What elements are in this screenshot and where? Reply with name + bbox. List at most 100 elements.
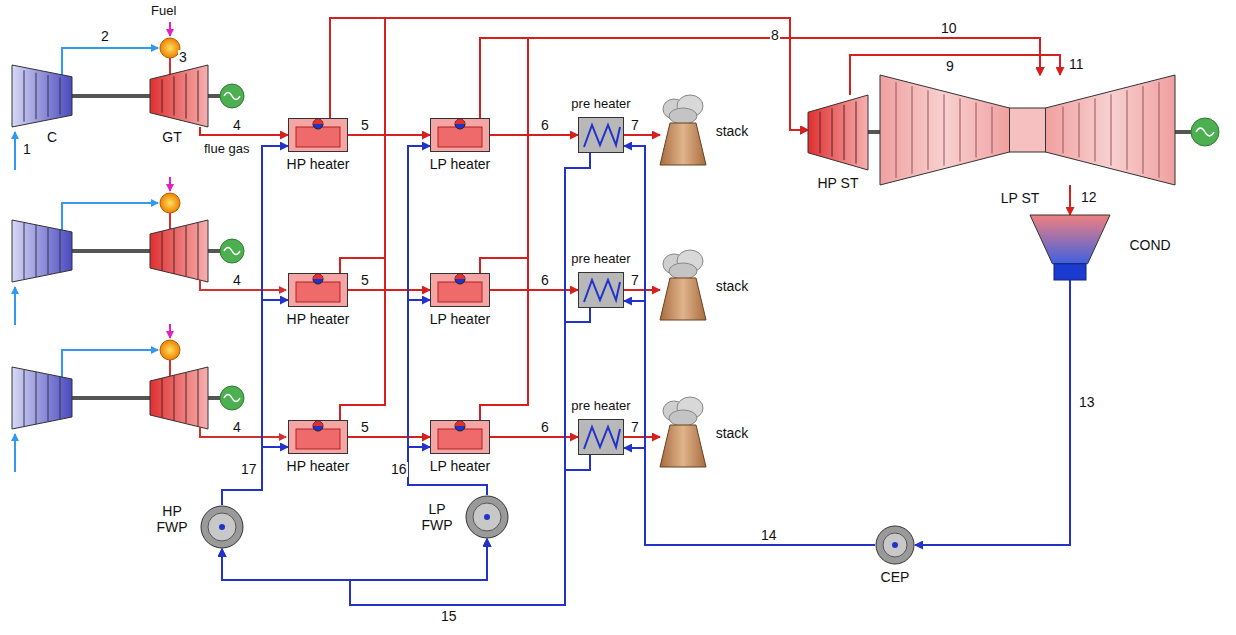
gas-steam-line — [340, 18, 808, 420]
cond-shape — [1030, 215, 1110, 280]
heat-shape — [288, 118, 348, 152]
stream-number: 7 — [630, 420, 640, 435]
component-label: LP ST — [1001, 190, 1040, 206]
gas-steam-line — [330, 18, 808, 130]
component-label: LP heater — [430, 311, 490, 327]
component-label: pre heater — [571, 251, 630, 267]
component-label: C — [47, 129, 57, 145]
gas-steam-line — [1069, 185, 1071, 215]
heat-shape — [288, 420, 348, 454]
pre-shape — [578, 419, 624, 455]
component-label: LP heater — [430, 458, 490, 474]
condenser: COND — [1030, 215, 1110, 280]
stack-shape — [660, 250, 706, 320]
lp-heater: LP heater — [430, 118, 490, 152]
pump-shape — [875, 525, 915, 565]
pump-shape — [465, 495, 509, 539]
stream-number: 7 — [630, 273, 640, 288]
hpst-shape — [808, 95, 868, 170]
component-label: stack — [716, 123, 749, 139]
component-label: pre heater — [571, 96, 630, 112]
pre-heater: pre heater — [578, 272, 624, 308]
stream-number: 10 — [940, 21, 958, 36]
component-label: LP heater — [430, 156, 490, 172]
stream-number: 6 — [540, 118, 550, 133]
pre-shape — [578, 272, 624, 308]
stack-shape — [660, 397, 706, 467]
pump-shape — [200, 505, 244, 549]
gas-steam-line — [490, 134, 578, 136]
stack: stack — [660, 250, 706, 320]
gas-steam-line — [200, 127, 288, 135]
component-label: pre heater — [571, 398, 630, 414]
heat-shape — [430, 273, 490, 307]
component-label: HP heater — [287, 311, 350, 327]
pre-heater: pre heater — [578, 117, 624, 153]
lp-heater: LP heater — [430, 273, 490, 307]
stream-number: 15 — [440, 609, 458, 624]
stream-number: 9 — [945, 59, 955, 74]
stack: stack — [660, 397, 706, 467]
component-label: HP FWP — [147, 503, 197, 535]
generator — [1191, 118, 1219, 146]
lpst-shape — [880, 75, 1175, 185]
water-line — [222, 455, 590, 605]
callout-label: Fuel — [150, 3, 177, 18]
stream-number: 5 — [360, 118, 370, 133]
water-line — [222, 300, 288, 505]
pre-shape — [578, 117, 624, 153]
callout-label: flue gas — [203, 141, 251, 156]
heat-shape — [430, 118, 490, 152]
lp-heater: LP heater — [430, 420, 490, 454]
stream-number: 7 — [630, 118, 640, 133]
component-label: COND — [1129, 237, 1170, 253]
gas-steam-line — [348, 134, 430, 136]
callout-label: 11 — [1068, 57, 1085, 72]
compressor: C — [12, 65, 72, 127]
water-line — [624, 146, 875, 545]
callout-label: 1 — [22, 142, 32, 157]
gas-steam-line — [348, 289, 430, 291]
hp-heater: HP heater — [288, 118, 348, 152]
gas-steam-line — [624, 289, 660, 291]
water-line — [350, 308, 590, 605]
turb-shape — [150, 65, 208, 127]
stream-number: 6 — [540, 273, 550, 288]
component-label: LP FWP — [412, 501, 462, 533]
water-line — [222, 153, 590, 605]
stream-number: 6 — [540, 420, 550, 435]
water-line — [222, 146, 288, 505]
shaft — [1175, 130, 1191, 134]
callout-label: 2 — [100, 29, 110, 44]
gas-steam-line — [624, 134, 660, 136]
component-label: GT — [162, 129, 181, 145]
callout-label: 4 — [232, 273, 242, 288]
pre-heater: pre heater — [578, 419, 624, 455]
stream-number: 17 — [240, 462, 258, 477]
shaft — [868, 130, 880, 134]
lp-steam-turbine: LP ST — [880, 75, 1175, 185]
stream-number: 5 — [360, 273, 370, 288]
stream-number: 16 — [390, 462, 408, 477]
water-line — [222, 447, 288, 505]
heat-shape — [288, 273, 348, 307]
stream-number: 8 — [770, 28, 780, 43]
component-label: HP heater — [287, 458, 350, 474]
compressor-turbine — [12, 367, 286, 437]
generator-symbol — [1196, 128, 1214, 136]
component-label: CEP — [881, 569, 910, 585]
water-line — [222, 308, 590, 605]
stream-number: 4 — [232, 118, 242, 133]
stream-number: 13 — [1078, 395, 1096, 410]
hp-heater: HP heater — [288, 420, 348, 454]
callout-label: 4 — [232, 420, 242, 435]
stream-number: 12 — [1080, 190, 1098, 205]
hp-steam-turbine: HP ST — [808, 95, 868, 170]
comp-shape — [12, 65, 72, 127]
stack: stack — [660, 95, 706, 165]
heat-shape — [430, 420, 490, 454]
hp-heater: HP heater — [288, 273, 348, 307]
water-line — [624, 301, 875, 545]
gas-steam-line — [624, 436, 660, 438]
water-line — [915, 280, 1070, 545]
